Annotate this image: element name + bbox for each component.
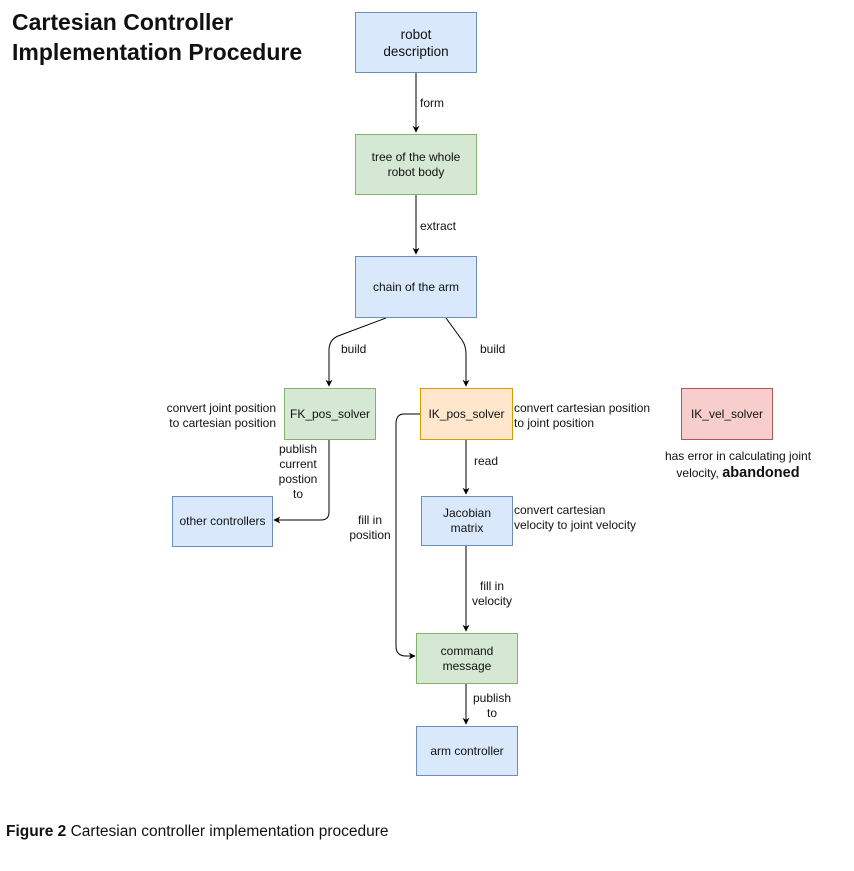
label-line: has error in calculating joint — [664, 449, 812, 463]
label-line: to joint position — [514, 416, 595, 430]
node-text: description — [383, 43, 449, 59]
diagram-title: Cartesian Controller Implementation Proc… — [12, 7, 302, 67]
edge-label-publish-current: publish current postion to — [272, 442, 324, 502]
label-line: convert cartesian — [514, 503, 606, 517]
label-line: to — [292, 487, 303, 501]
figure-number: Figure 2 — [6, 823, 67, 840]
label-line: fill in — [357, 513, 382, 527]
node-arm-controller[interactable]: arm controller — [416, 726, 518, 776]
annotation-ik-vel: has error in calculating joint velocity,… — [650, 449, 826, 481]
label-line: postion — [278, 472, 318, 486]
node-text: FK_pos_solver — [289, 406, 371, 421]
node-text: matrix — [450, 521, 484, 535]
node-text: arm controller — [430, 743, 504, 758]
label-line: position — [349, 528, 391, 542]
node-text: IK_vel_solver — [690, 406, 764, 421]
edge-fill-position — [395, 413, 420, 660]
node-ik-vel-solver[interactable]: IK_vel_solver — [681, 388, 773, 440]
edge-publish-current — [273, 440, 330, 524]
label-text: velocity, — [676, 466, 719, 480]
annotation-jacobian: convert cartesian velocity to joint velo… — [514, 503, 636, 533]
annotation-fk-pos: convert joint position to cartesian posi… — [140, 401, 276, 431]
label-line: convert joint position — [166, 401, 276, 415]
node-text: chain of the arm — [372, 279, 460, 294]
label-line: velocity, abandoned — [650, 466, 826, 481]
figure-caption: Figure 2 Cartesian controller implementa… — [6, 822, 389, 842]
node-text: other controllers — [179, 514, 266, 528]
edge-label-build-right: build — [480, 342, 506, 356]
node-text: IK_pos_solver — [428, 406, 505, 421]
label-line: to — [486, 706, 497, 720]
edge-build-right — [445, 317, 470, 387]
figure-caption-text: Cartesian controller implementation proc… — [70, 823, 389, 840]
label-line: velocity to joint velocity — [514, 518, 637, 532]
label-line: current — [279, 457, 317, 471]
edge-label-build-left: build — [341, 342, 367, 356]
label-line: fill in — [479, 579, 504, 593]
node-fk-pos-solver[interactable]: FK_pos_solver — [284, 388, 376, 440]
label-line: velocity — [471, 594, 512, 608]
node-text: Jacobian — [442, 506, 492, 520]
node-other-controllers[interactable]: other controllers — [172, 496, 273, 547]
label-line: publish — [278, 442, 318, 456]
label-line: publish — [472, 691, 512, 705]
label-line: to cartesian position — [169, 416, 276, 430]
node-arm-chain[interactable]: chain of the arm — [355, 256, 477, 318]
title-line: Implementation Procedure — [12, 39, 303, 65]
node-robot-description[interactable]: robot description — [355, 12, 477, 73]
annotation-ik-pos: convert cartesian position to joint posi… — [514, 401, 650, 431]
node-text: command — [440, 643, 494, 658]
edge-build-left — [325, 317, 387, 387]
node-text: tree of the whole — [371, 149, 461, 164]
node-jacobian-matrix[interactable]: Jacobian matrix — [421, 496, 513, 546]
edge-label-fill-velocity: fill in velocity — [466, 579, 518, 609]
edge-label-fill-position: fill in position — [344, 513, 396, 543]
edge-label-read: read — [474, 454, 499, 468]
node-robot-tree[interactable]: tree of the whole robot body — [355, 134, 477, 195]
title-line: Cartesian Controller — [12, 9, 234, 35]
node-ik-pos-solver[interactable]: IK_pos_solver — [420, 388, 513, 440]
edge-label-publish-to: publish to — [468, 691, 516, 721]
label-line: convert cartesian position — [514, 401, 651, 415]
node-text: robot — [400, 26, 432, 42]
node-command-message[interactable]: command message — [416, 633, 518, 684]
node-text: message — [442, 658, 492, 673]
abandoned-label: abandoned — [722, 465, 800, 481]
edge-label-extract: extract — [420, 219, 457, 233]
edge-label-form: form — [420, 96, 444, 110]
node-text: robot body — [387, 164, 445, 179]
